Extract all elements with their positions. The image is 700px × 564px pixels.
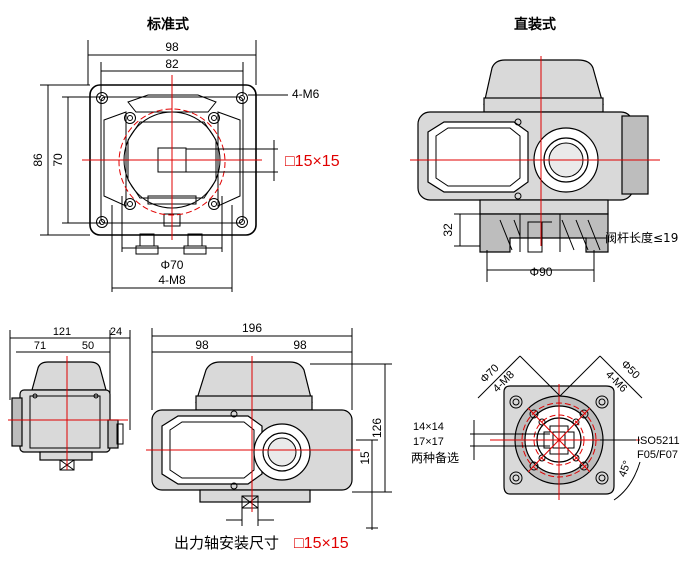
dim-98-right: 98 — [293, 338, 307, 352]
direct-mount-view: 32 Φ90 阀杆长度≤19 — [410, 56, 678, 282]
dim-phi70: Φ70 — [161, 258, 184, 272]
holes-4m6: 4-M6 — [292, 87, 320, 101]
title-direct: 直装式 — [514, 16, 556, 33]
dim-196: 196 — [242, 321, 262, 335]
dim-71: 71 — [34, 340, 46, 352]
flange-view: Φ70 4-M8 Φ50 4-M6 14×14 17×17 两种备选 ISO52… — [411, 355, 680, 501]
dim-98-left: 98 — [195, 338, 209, 352]
stem-length: 阀杆长度≤19 — [605, 230, 678, 245]
option-17x17: 17×17 — [413, 436, 444, 448]
dim-4m8: 4-M8 — [158, 273, 186, 287]
title-standard: 标准式 — [146, 16, 189, 33]
dim-width-98: 98 — [165, 40, 179, 54]
dim-126: 126 — [370, 418, 384, 438]
standard-mount-view: 98 82 — [31, 40, 340, 292]
angle-45: 45° — [617, 459, 634, 479]
dim-50: 50 — [82, 340, 94, 352]
square-15x15: □15×15 — [285, 153, 340, 170]
caption-shaft: 出力轴安装尺寸 — [174, 534, 279, 552]
dim-24: 24 — [110, 326, 122, 338]
caption-square: □15×15 — [294, 535, 349, 552]
dim-height-70: 70 — [51, 153, 65, 167]
dim-121: 121 — [53, 326, 71, 338]
dim-height-86: 86 — [31, 153, 45, 167]
dim-15: 15 — [358, 451, 372, 465]
dim-width-82: 82 — [165, 57, 179, 71]
option-14x14: 14×14 — [413, 421, 444, 433]
iso-5211: ISO5211 — [637, 435, 680, 447]
front-view: 196 98 98 126 15 出力轴安装尺寸 □15 — [146, 321, 392, 552]
side-view: 121 24 71 50 — [8, 326, 131, 471]
flange-f05-f07: F05/F07 — [637, 449, 678, 461]
dim-phi90: Φ90 — [530, 265, 553, 279]
dim-height-32: 32 — [441, 223, 455, 237]
option-note: 两种备选 — [411, 451, 459, 465]
